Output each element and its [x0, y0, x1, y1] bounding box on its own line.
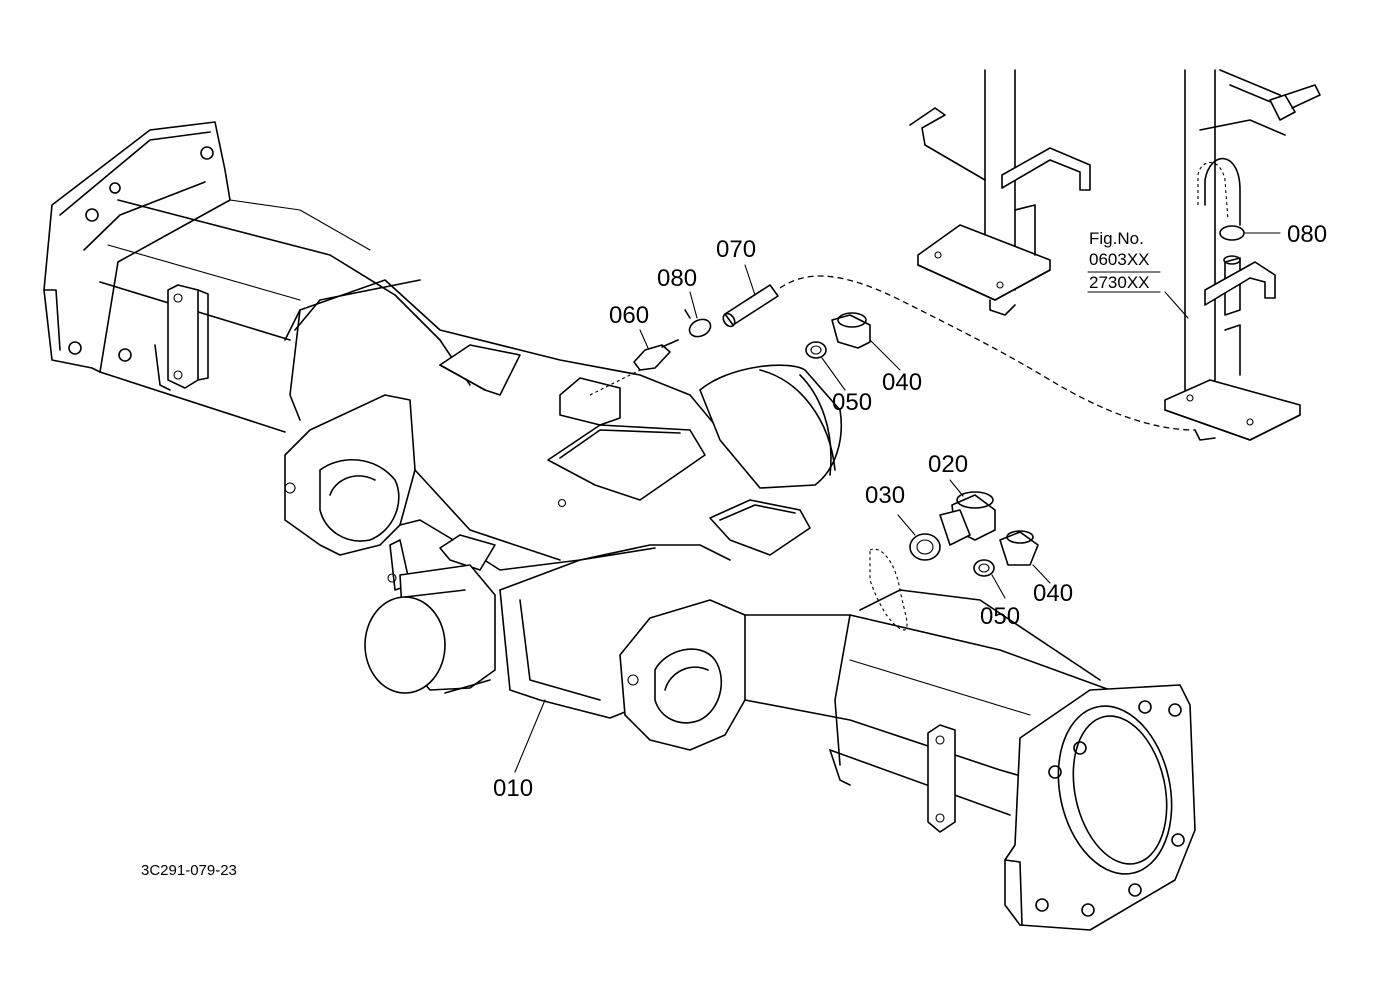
label-070: 070	[716, 236, 756, 263]
drawing-code: 3C291-079-23	[141, 862, 237, 879]
center-axle-housing	[284, 279, 843, 719]
label-080-main: 080	[657, 265, 697, 292]
fig-ref-number-1: 0603XX	[1089, 250, 1150, 269]
right-axle-tube	[744, 589, 1111, 833]
label-010: 010	[493, 775, 533, 802]
left-axle-flange	[43, 121, 231, 373]
breather-hose-assembly	[589, 275, 1196, 431]
part-labels: 010 020 030 040 050 040 050 060 080 070 …	[493, 221, 1327, 802]
label-060: 060	[609, 302, 649, 329]
drain-plug-assembly	[869, 491, 1039, 631]
label-030: 030	[865, 482, 905, 509]
label-080-inset: 080	[1287, 221, 1327, 248]
label-020: 020	[928, 451, 968, 478]
lower-stub-shaft	[364, 564, 496, 694]
fig-ref-title: Fig.No.	[1089, 229, 1144, 248]
label-050-upper: 050	[832, 389, 872, 416]
label-040-lower: 040	[1033, 580, 1073, 607]
label-040-upper: 040	[882, 369, 922, 396]
leader-lines	[514, 232, 1281, 773]
inset-mounting-view	[909, 69, 1321, 441]
right-ring-yoke	[619, 599, 746, 751]
left-axle-tube	[99, 199, 421, 433]
figure-reference: Fig.No. 0603XX 2730XX	[1087, 229, 1161, 293]
label-050-lower: 050	[980, 603, 1020, 630]
right-axle-flange	[1004, 684, 1196, 931]
fig-ref-number-2: 2730XX	[1089, 273, 1150, 292]
